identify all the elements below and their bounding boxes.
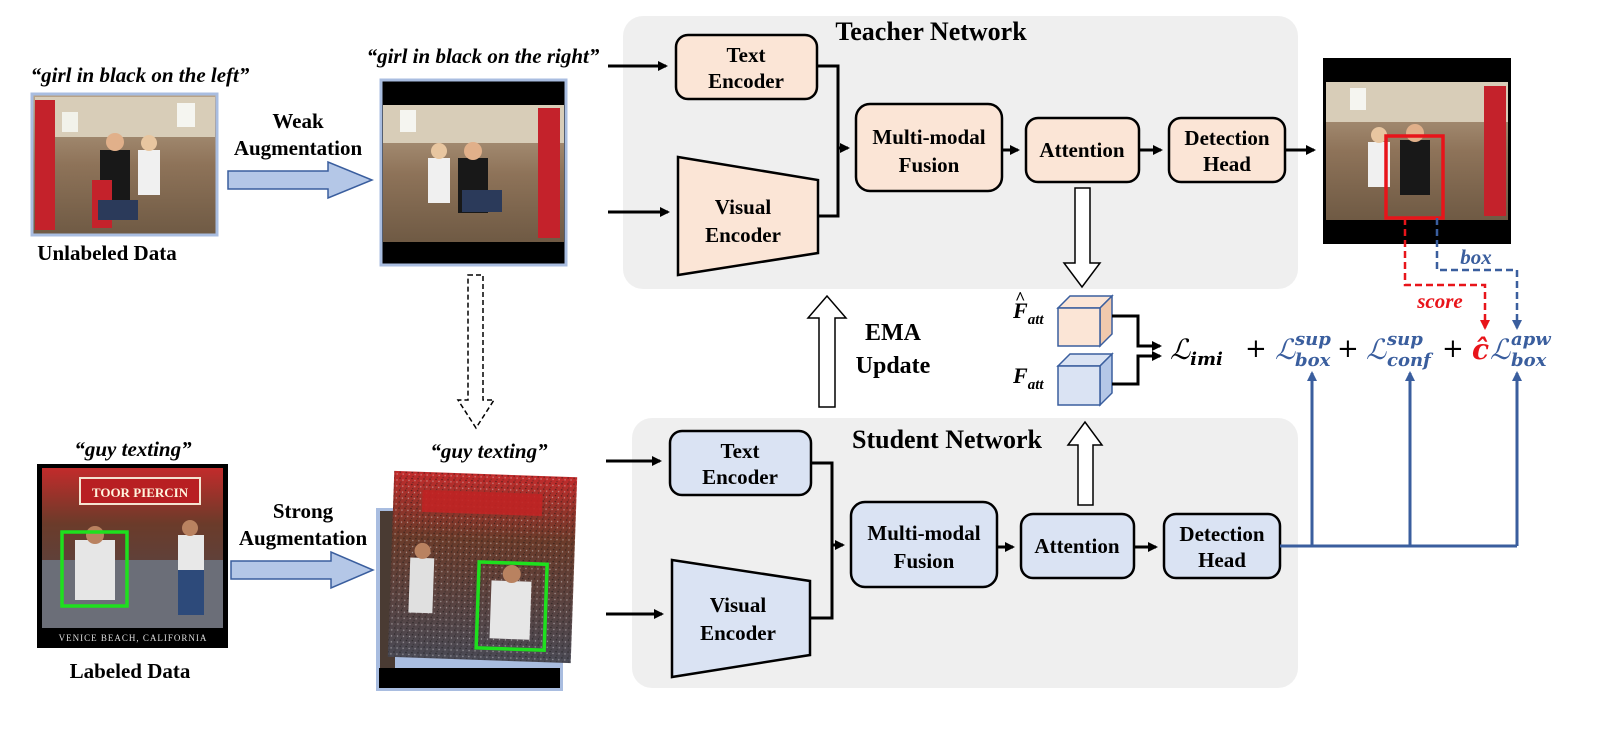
plus-3: + <box>1442 334 1464 364</box>
loss-conf: ℒ sup conf <box>1366 329 1434 371</box>
svg-text:Attention: Attention <box>1034 534 1119 558</box>
dashed-down-arrow <box>456 274 496 430</box>
svg-text:conf: conf <box>1387 350 1434 371</box>
svg-text:Fusion: Fusion <box>894 549 955 573</box>
svg-text:Augmentation: Augmentation <box>234 136 363 160</box>
plus-2: + <box>1337 334 1359 364</box>
labeled-caption: “guy texting” <box>74 437 192 461</box>
svg-text:TOOR PIERCIN: TOOR PIERCIN <box>92 485 189 500</box>
svg-text:Strong: Strong <box>273 499 334 523</box>
student-fusion: Multi-modal Fusion <box>849 500 999 589</box>
feature-to-loss-connectors <box>1112 314 1162 386</box>
svg-text:Visual: Visual <box>710 593 767 617</box>
student-text-encoder: Text Encoder <box>668 429 813 497</box>
svg-text:score: score <box>1416 289 1463 313</box>
loss-imi: ℒimi <box>1170 333 1223 370</box>
student-title: Student Network <box>852 425 1042 454</box>
labeled-photo: TOOR PIERCIN VENICE BEACH, CALIFORNIA <box>37 464 228 648</box>
svg-text:^: ^ <box>1015 288 1025 308</box>
box-arrow: box <box>1435 218 1522 330</box>
teacher-attention: Attention <box>1024 116 1141 184</box>
svg-text:box: box <box>1460 245 1492 269</box>
unlabeled-caption: “girl in black on the left” <box>31 63 250 87</box>
svg-text:box: box <box>1511 350 1547 371</box>
svg-text:ĉ: ĉ <box>1472 333 1489 366</box>
weak-augmentation-arrow: Weak Augmentation <box>227 109 374 200</box>
student-feature-cube <box>1056 352 1114 407</box>
teacher-feature-cube <box>1056 294 1114 348</box>
svg-text:ℒ: ℒ <box>1366 333 1387 366</box>
ema-update-arrow <box>806 294 848 408</box>
student-detection-head: Detection Head <box>1162 512 1282 580</box>
svg-text:box: box <box>1295 350 1331 371</box>
unlabeled-label: Unlabeled Data <box>37 241 177 265</box>
svg-text:ℒ: ℒ <box>1490 333 1511 366</box>
teacher-feature-label: Fatt ^ <box>1012 288 1044 328</box>
svg-text:Fatt: Fatt <box>1012 298 1044 328</box>
strong-augmentation-arrow: Strong Augmentation <box>230 499 375 590</box>
loss-apw: ĉ ℒ apw box <box>1472 329 1552 371</box>
svg-text:Encoder: Encoder <box>700 621 776 645</box>
svg-text:Attention: Attention <box>1039 138 1124 162</box>
svg-text:Encoder: Encoder <box>708 69 784 93</box>
svg-text:Visual: Visual <box>715 195 772 219</box>
weak-aug-caption: “girl in black on the right” <box>367 44 600 68</box>
unlabeled-photo <box>30 92 219 237</box>
strong-aug-caption: “guy texting” <box>430 439 548 463</box>
svg-text:Fatt: Fatt <box>1012 363 1044 393</box>
svg-text:Multi-modal: Multi-modal <box>867 521 980 545</box>
ema-label-line2: Update <box>856 353 931 379</box>
strong-aug-photo <box>376 470 578 691</box>
student-attention: Attention <box>1019 512 1136 580</box>
teacher-detection-head: Detection Head <box>1167 116 1287 184</box>
svg-text:Detection: Detection <box>1179 522 1264 546</box>
svg-text:Encoder: Encoder <box>702 465 778 489</box>
svg-text:Weak: Weak <box>272 109 324 133</box>
svg-text:apw: apw <box>1511 329 1552 350</box>
teacher-title: Teacher Network <box>835 17 1027 46</box>
teacher-down-hollow-arrow <box>1062 187 1102 289</box>
student-to-loss-connectors <box>1280 371 1522 548</box>
svg-text:Head: Head <box>1203 152 1251 176</box>
svg-text:ℒimi: ℒimi <box>1170 333 1223 370</box>
student-visual-encoder: Visual Encoder <box>670 558 812 679</box>
svg-text:Text: Text <box>721 439 760 463</box>
ema-label-line1: EMA <box>865 320 922 346</box>
svg-text:Multi-modal: Multi-modal <box>872 125 985 149</box>
output-photo <box>1323 58 1511 244</box>
teacher-visual-encoder: Visual Encoder <box>676 155 820 277</box>
teacher-text-encoder: Text Encoder <box>674 33 819 101</box>
svg-text:Head: Head <box>1198 548 1246 572</box>
student-connectors <box>606 456 1158 620</box>
svg-text:ℒ: ℒ <box>1275 333 1296 366</box>
svg-text:Fusion: Fusion <box>899 153 960 177</box>
svg-text:Augmentation: Augmentation <box>239 526 368 550</box>
labeled-label: Labeled Data <box>70 659 191 683</box>
weak-aug-photo <box>379 78 568 267</box>
svg-text:Encoder: Encoder <box>705 223 781 247</box>
svg-text:Text: Text <box>727 43 766 67</box>
svg-text:Detection: Detection <box>1184 126 1269 150</box>
svg-text:sup: sup <box>1386 329 1423 350</box>
teacher-fusion: Multi-modal Fusion <box>854 102 1004 193</box>
loss-expression: ℒimi + ℒ sup box + ℒ sup conf + ĉ ℒ apw … <box>1170 329 1552 371</box>
score-arrow: score <box>1403 218 1490 330</box>
svg-text:sup: sup <box>1294 329 1331 350</box>
teacher-connectors <box>608 61 1316 218</box>
plus-1: + <box>1245 334 1267 364</box>
svg-text:VENICE BEACH, CALIFORNIA: VENICE BEACH, CALIFORNIA <box>59 633 208 643</box>
student-feature-label: Fatt <box>1012 363 1044 393</box>
student-up-hollow-arrow <box>1066 420 1104 506</box>
loss-box: ℒ sup box <box>1275 329 1331 371</box>
